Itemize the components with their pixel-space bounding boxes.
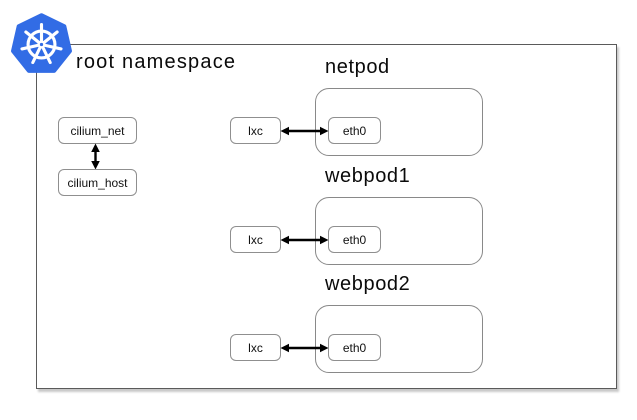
eth0-label: eth0 [342,232,367,247]
horizontal-double-arrow-icon [280,235,329,245]
pod-group-netpod: netpod lxc eth0 [0,56,637,168]
vertical-double-arrow-icon [91,143,100,170]
lxc-box: lxc [230,334,281,361]
horizontal-double-arrow-icon [280,343,329,353]
eth0-box: eth0 [328,117,381,144]
eth0-box: eth0 [328,226,381,253]
kubernetes-logo-icon [10,13,73,73]
cilium-host-label: cilium_host [67,175,128,190]
lxc-box: lxc [230,226,281,253]
cilium-net-label: cilium_net [70,123,125,138]
lxc-label: lxc [248,123,263,138]
pod-title: webpod2 [325,273,411,295]
eth0-box: eth0 [328,334,381,361]
pod-group-webpod2: webpod2 lxc eth0 [0,273,637,385]
lxc-label: lxc [248,232,263,247]
cilium-net-box: cilium_net [58,117,137,144]
lxc-label: lxc [248,340,263,355]
lxc-box: lxc [230,117,281,144]
pod-group-webpod1: webpod1 lxc eth0 [0,165,637,277]
pod-title: webpod1 [325,165,411,187]
cilium-host-box: cilium_host [58,169,137,196]
eth0-label: eth0 [342,340,367,355]
pod-title: netpod [325,56,390,78]
root-namespace-label: root namespace [76,51,237,73]
eth0-label: eth0 [342,123,367,138]
horizontal-double-arrow-icon [280,126,329,136]
pod-boundary-box [315,88,483,156]
